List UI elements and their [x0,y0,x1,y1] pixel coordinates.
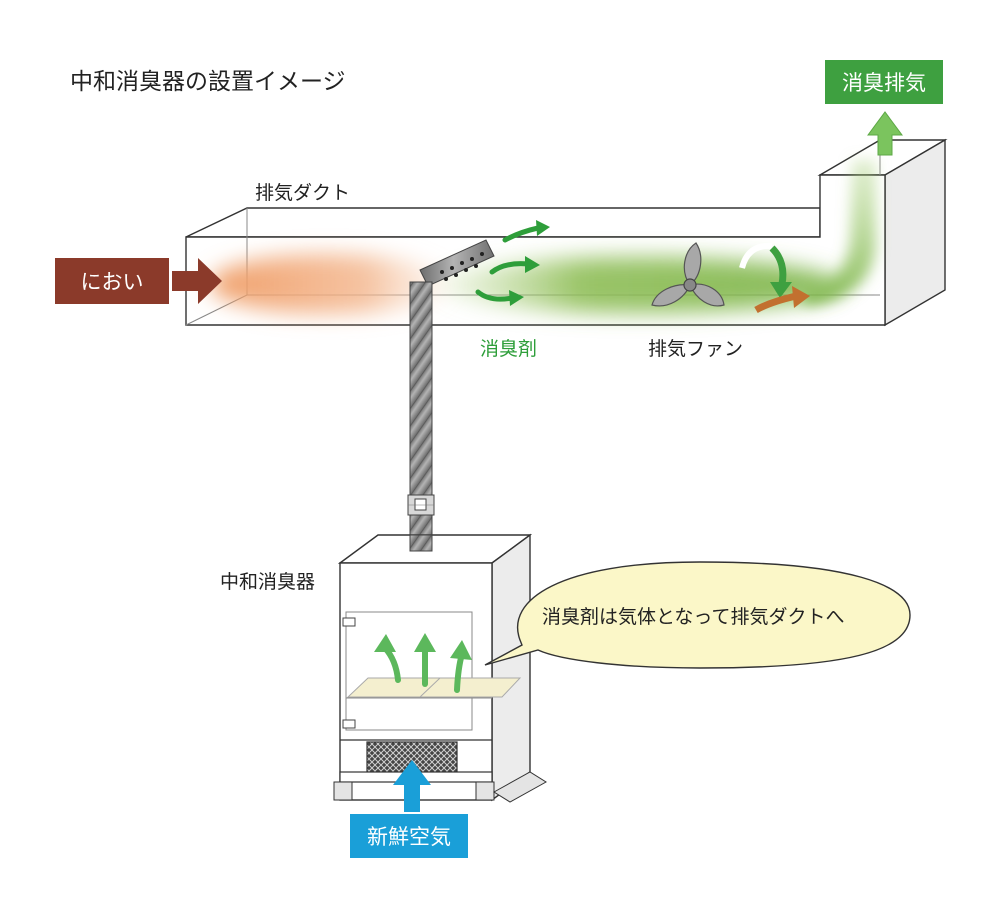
arrow-heads [509,220,550,306]
supply-pipe [407,281,435,553]
speech-bubble [484,561,911,669]
right-arrow-icon [172,258,222,304]
up-arrow-icon [867,111,903,156]
exhaust-fan-label: 排気ファン [648,338,744,360]
fresh-air-label: 新鮮空気 [350,814,468,858]
page-title: 中和消臭器の設置イメージ [70,69,346,95]
fan-flow-arrows [739,242,810,314]
deodorant-label: 消臭剤 [480,338,538,360]
deodorized-exhaust-label: 消臭排気 [825,60,943,104]
odor-haze [210,254,450,314]
fan-icon [651,242,725,307]
deodorized-air-haze [440,160,876,313]
curved-arrow-icon [475,225,541,302]
deodorizer-cabinet [333,533,547,803]
duct-label: 排気ダクト [255,182,351,204]
speech-bubble-text: 消臭剤は気体となって排気ダクトへ [542,606,845,628]
vent-nozzle-icon [419,239,495,287]
deodorizer-label: 中和消臭器 [220,571,316,593]
odor-label: におい [55,258,169,304]
up-arrow-icon [393,760,431,812]
